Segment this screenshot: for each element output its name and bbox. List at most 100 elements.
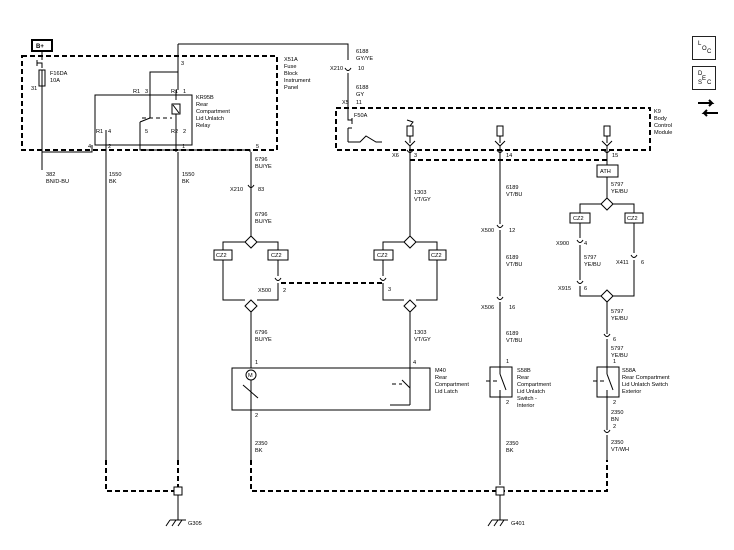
svg-text:5797: 5797 (584, 255, 596, 261)
svg-text:CZ2: CZ2 (216, 253, 227, 259)
svg-text:2350: 2350 (611, 440, 623, 446)
svg-text:Module: Module (654, 130, 672, 136)
svg-text:5: 5 (145, 129, 148, 135)
svg-text:GY/YE: GY/YE (356, 56, 373, 62)
svg-text:5: 5 (256, 144, 259, 150)
svg-text:X500: X500 (258, 288, 271, 294)
svg-text:X5: X5 (342, 100, 349, 106)
svg-text:15: 15 (612, 153, 618, 159)
svg-text:X915: X915 (558, 286, 571, 292)
bcm-label: K9 Body Control Module (654, 109, 672, 136)
svg-text:6189: 6189 (506, 255, 518, 261)
svg-text:5797: 5797 (611, 346, 623, 352)
svg-text:382: 382 (46, 172, 55, 178)
svg-text:X210: X210 (330, 66, 343, 72)
svg-text:R1: R1 (133, 89, 140, 95)
svg-text:1550: 1550 (182, 172, 194, 178)
bcm-output-1303: X6 3 (392, 119, 417, 236)
fuse-f16da: F16DA 10A 31 (31, 60, 68, 170)
svg-text:2: 2 (613, 424, 616, 430)
svg-text:S58B: S58B (517, 368, 531, 374)
svg-text:BU/YE: BU/YE (255, 164, 272, 170)
svg-text:Exterior: Exterior (622, 389, 641, 395)
svg-text:G305: G305 (188, 521, 202, 527)
svg-text:4: 4 (108, 129, 111, 135)
s58b-switch: 1 2 S58B Rear Compartment Lid Unlatch Sw… (486, 359, 551, 409)
svg-text:6796: 6796 (255, 212, 267, 218)
svg-text:X500: X500 (481, 228, 494, 234)
bcm-outline (335, 107, 651, 151)
svg-text:YE/BU: YE/BU (584, 262, 601, 268)
splice-pack-right: CZ2 CZ2 X900 4 5797 YE/BU X915 6 X411 6 (556, 197, 644, 334)
svg-text:X411: X411 (616, 260, 629, 266)
svg-text:3: 3 (145, 89, 148, 95)
svg-text:Lid Unlatch: Lid Unlatch (517, 389, 545, 395)
navigate-arrows-icon[interactable] (696, 96, 720, 120)
svg-text:12: 12 (509, 228, 515, 234)
svg-text:2: 2 (283, 288, 286, 294)
svg-text:6796: 6796 (255, 330, 267, 336)
svg-text:BK: BK (109, 179, 117, 185)
svg-text:6: 6 (641, 260, 644, 266)
svg-text:VT/BU: VT/BU (506, 338, 522, 344)
svg-text:10: 10 (358, 66, 364, 72)
svg-text:Rear: Rear (196, 102, 208, 108)
svg-text:GY: GY (356, 92, 364, 98)
svg-text:F50A: F50A (354, 113, 368, 119)
fuse-f50a: F50A (347, 113, 382, 143)
svg-text:X210: X210 (230, 187, 243, 193)
desc-button-icon[interactable]: D E S C (692, 66, 716, 90)
svg-text:4: 4 (413, 360, 416, 366)
svg-text:CZ2: CZ2 (431, 253, 442, 259)
svg-text:BK: BK (182, 179, 190, 185)
svg-text:Rear: Rear (517, 375, 529, 381)
svg-text:VT/GY: VT/GY (414, 197, 431, 203)
s58a-switch: 1 2 S58A Rear Compartment Lid Unlatch Sw… (593, 359, 670, 406)
svg-text:6188: 6188 (356, 49, 368, 55)
svg-text:Compartment: Compartment (196, 109, 230, 115)
svg-text:1550: 1550 (109, 172, 121, 178)
svg-text:BU/YE: BU/YE (255, 219, 272, 225)
svg-text:X6: X6 (392, 153, 399, 159)
svg-text:F16DA: F16DA (50, 71, 68, 77)
svg-text:CZ2: CZ2 (573, 216, 584, 222)
svg-text:VT/BU: VT/BU (506, 262, 522, 268)
svg-text:6188: 6188 (356, 85, 368, 91)
svg-text:2: 2 (183, 129, 186, 135)
svg-text:16: 16 (509, 305, 515, 311)
svg-text:1303: 1303 (414, 330, 426, 336)
svg-text:1: 1 (183, 89, 186, 95)
loc-button-icon[interactable]: L O C (692, 36, 716, 60)
svg-text:VT/BU: VT/BU (506, 192, 522, 198)
svg-text:3: 3 (414, 153, 417, 159)
svg-text:K9: K9 (654, 109, 661, 115)
svg-text:X51A: X51A (284, 57, 298, 63)
svg-text:BU/YE: BU/YE (255, 337, 272, 343)
svg-text:83: 83 (258, 187, 264, 193)
ground-g305: G305 (165, 519, 202, 527)
svg-text:YE/BU: YE/BU (611, 353, 628, 359)
ground-g401: G401 (487, 519, 525, 527)
svg-text:1: 1 (182, 144, 185, 150)
svg-text:Rear Compartment: Rear Compartment (622, 375, 670, 381)
svg-text:Body: Body (654, 116, 667, 122)
svg-text:11: 11 (356, 100, 362, 106)
svg-text:ATH: ATH (600, 169, 611, 175)
svg-text:YE/BU: YE/BU (611, 189, 628, 195)
svg-text:KR95B: KR95B (196, 95, 214, 101)
svg-text:6796: 6796 (255, 157, 267, 163)
svg-text:Panel: Panel (284, 85, 298, 91)
svg-text:BN: BN (611, 417, 619, 423)
svg-text:Switch -: Switch - (517, 396, 537, 402)
svg-text:Fuse: Fuse (284, 64, 296, 70)
svg-text:Instrument: Instrument (284, 78, 311, 84)
relay-kr95b: R1 3 R1 1 KR95B Rear Compartment Lid Unl… (94, 89, 230, 146)
svg-text:Compartment: Compartment (435, 382, 469, 388)
svg-text:VT/GY: VT/GY (414, 337, 431, 343)
svg-text:2: 2 (255, 413, 258, 419)
svg-text:CZ2: CZ2 (627, 216, 638, 222)
svg-text:Relay: Relay (196, 123, 211, 129)
svg-text:Lid Latch: Lid Latch (435, 389, 458, 395)
svg-text:3: 3 (388, 287, 391, 293)
